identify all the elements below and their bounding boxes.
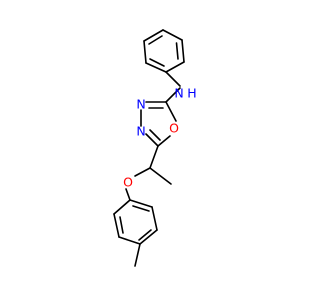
bonds [113, 29, 185, 267]
bond-tol-methyl [134, 243, 141, 267]
bond-ph-2 [181, 39, 185, 63]
molecule-canvas: N H N N O O [113, 29, 197, 267]
bond-n4-c5 [145, 133, 159, 147]
bond-c5-o1 [157, 135, 171, 147]
bond-tol-4 [118, 236, 141, 245]
bond-tol-1-inner [132, 205, 150, 212]
bond-tol-5 [113, 213, 120, 238]
bond-ch-methyl [149, 167, 172, 185]
ether-o-label: O [123, 175, 133, 190]
bond-tol-3 [139, 229, 158, 245]
bond-tol-2 [151, 206, 158, 231]
structure-drawing: N H N N O O [113, 29, 197, 267]
bond-ph-nh [165, 71, 181, 87]
bond-o-tol [125, 188, 131, 201]
ring-n-upper-label: N [136, 97, 145, 112]
bond-o1-c2 [165, 101, 177, 122]
bond-c5-ch [149, 145, 159, 169]
bond-ph-5 [143, 40, 147, 64]
bond-ph-2-inner [175, 42, 179, 60]
bond-ph-1 [165, 61, 185, 73]
bond-nh-c2 [165, 87, 181, 103]
ring-o-label: O [169, 121, 179, 136]
bond-ph-3 [162, 29, 183, 41]
bond-tol-6 [113, 199, 131, 215]
bond-tol-5-inner [119, 216, 124, 234]
bond-ph-4 [143, 29, 164, 42]
amine-nh-label: N H [174, 86, 196, 101]
bond-ph-6-inner [149, 58, 165, 67]
amine-h-label: H [187, 86, 196, 101]
bond-tol-1 [129, 199, 153, 208]
amine-n-label: N [174, 86, 183, 101]
bond-ch-o [134, 167, 151, 177]
bond-n4-c5-inner [149, 129, 161, 141]
bond-ph-4-inner [148, 35, 163, 45]
atom-labels: N H N N O O [123, 86, 197, 190]
ring-n-lower-label: N [136, 124, 145, 139]
bond-tol-3-inner [138, 229, 152, 241]
bond-ph-6 [145, 62, 167, 73]
